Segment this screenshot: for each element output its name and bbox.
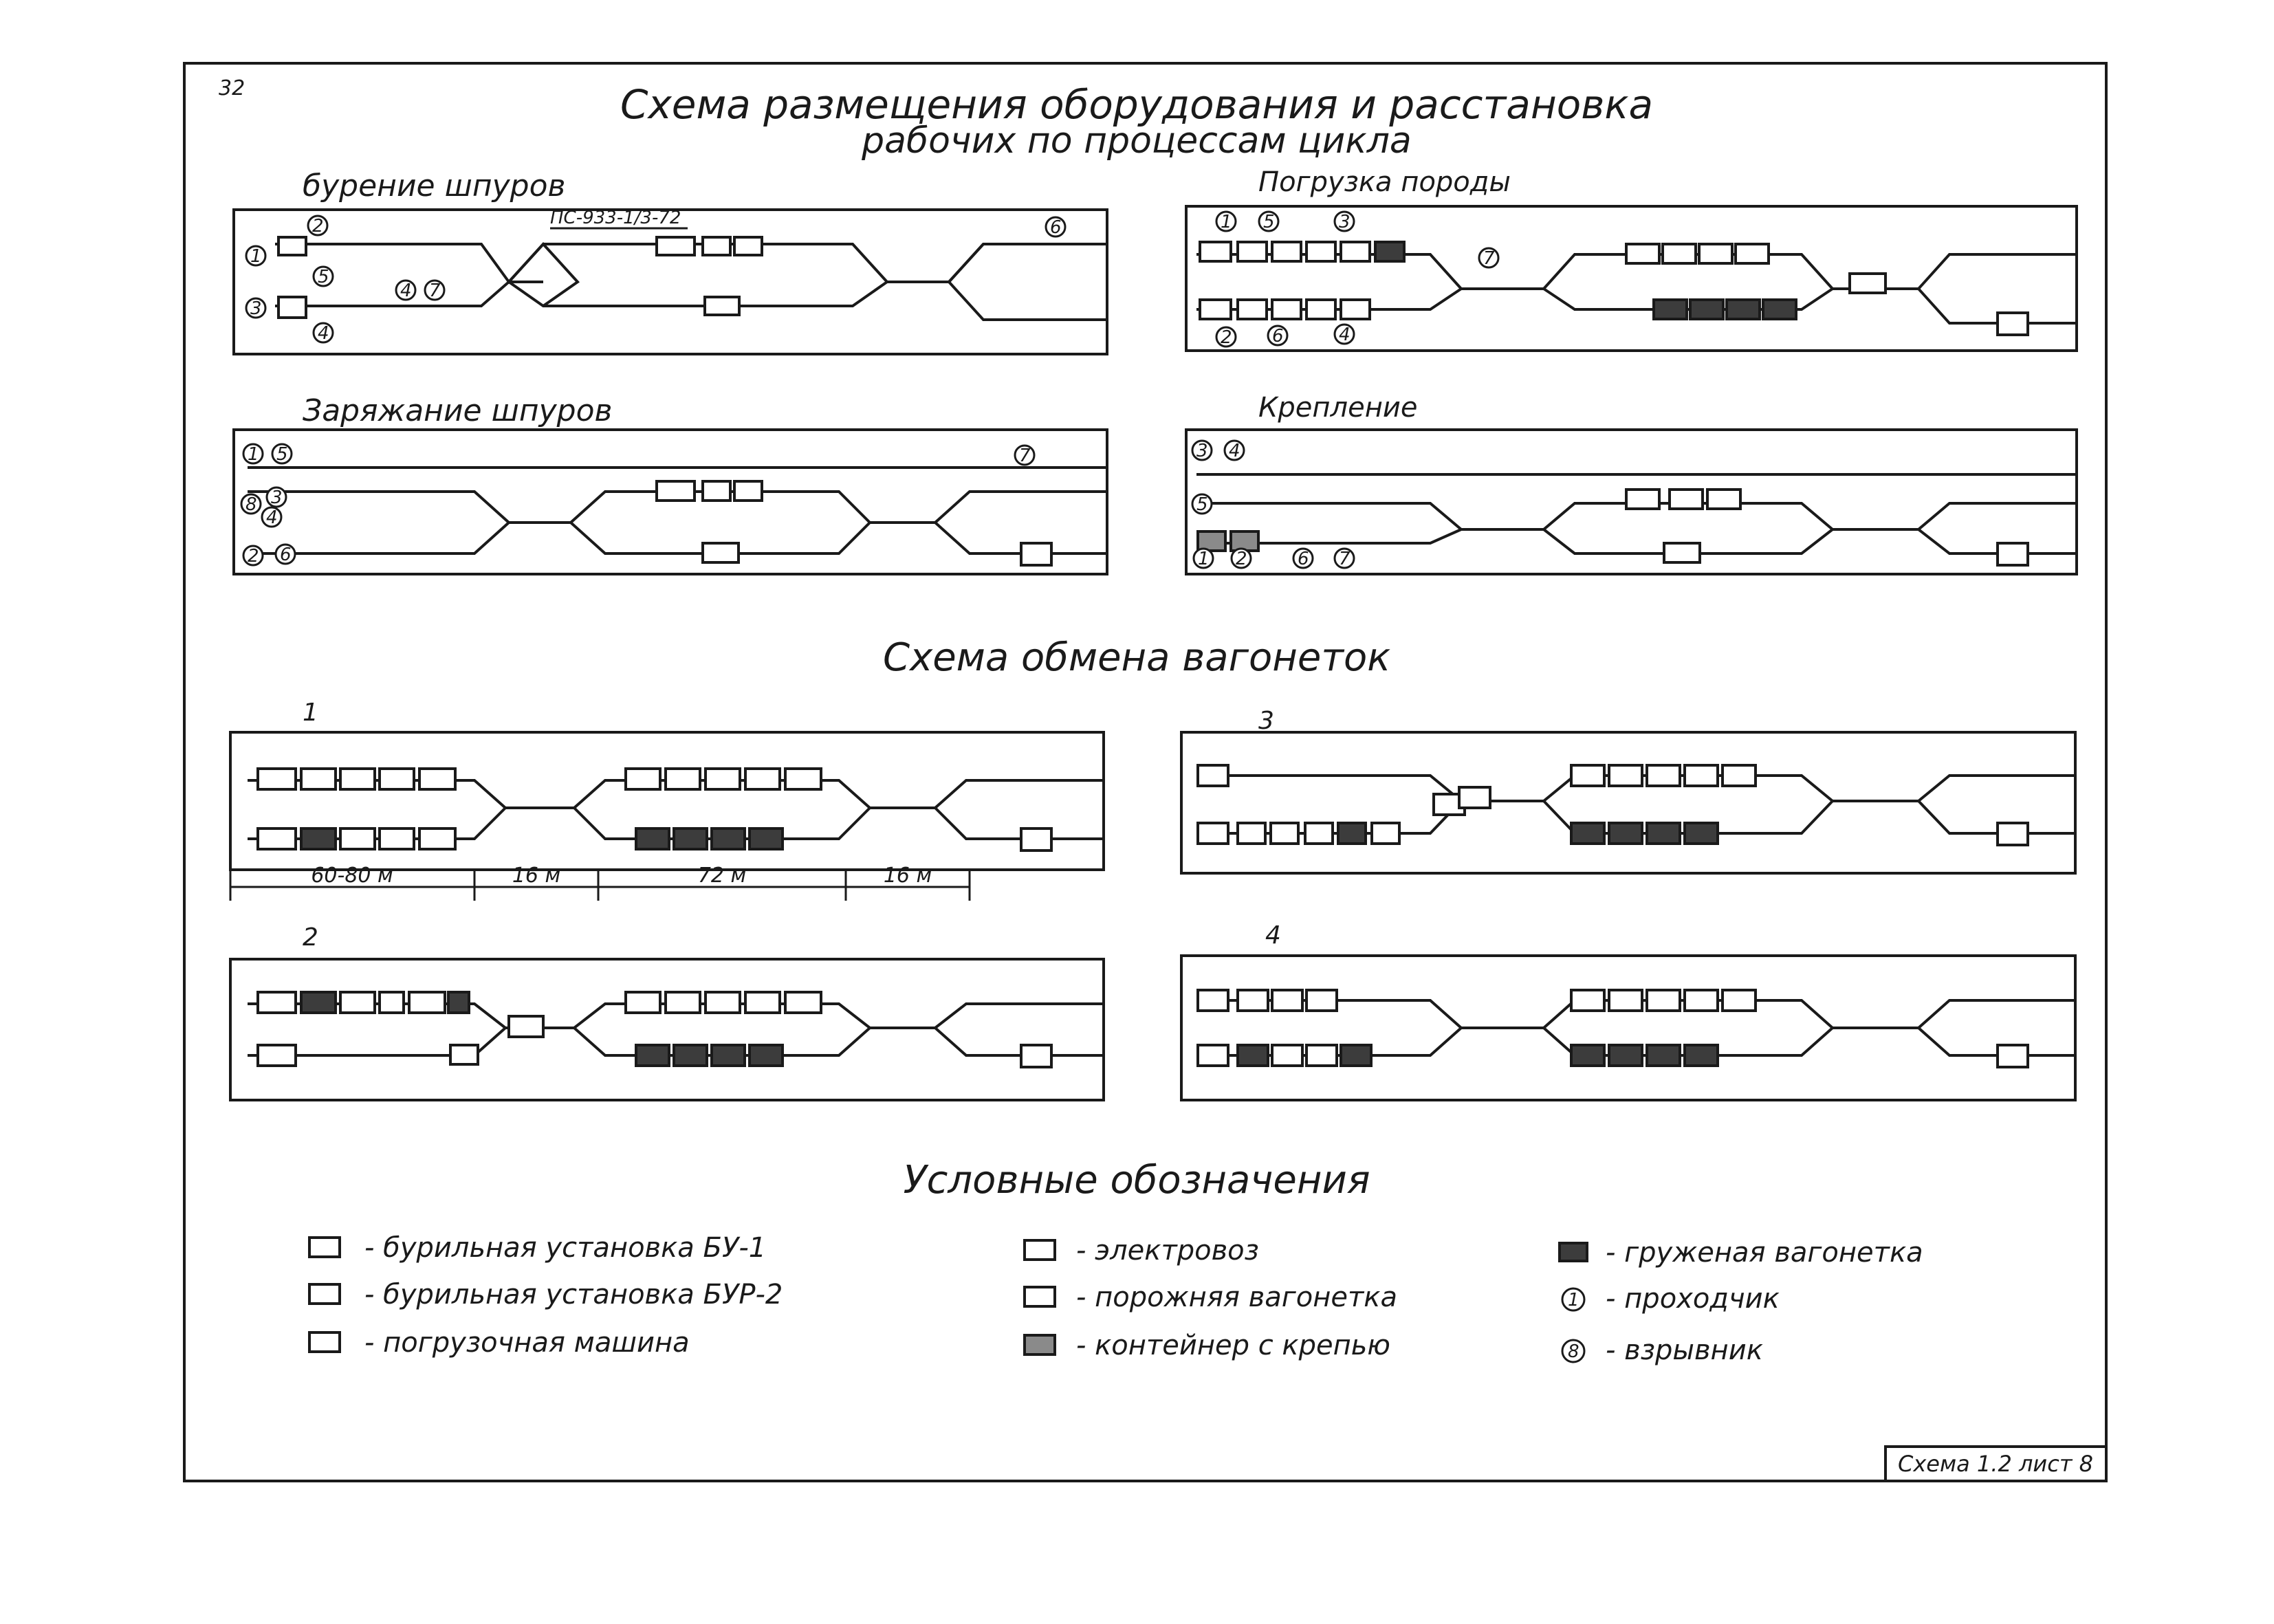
dimension-4: 16 м bbox=[884, 864, 932, 888]
drill-rig-bur2-icon bbox=[308, 1283, 341, 1305]
svg-text:6: 6 bbox=[1272, 326, 1284, 347]
svg-text:2: 2 bbox=[312, 216, 324, 237]
dimension-3: 72 м bbox=[698, 864, 746, 888]
loader-icon bbox=[308, 1331, 341, 1353]
worker-markers-loading: 1 5 3 7 2 6 4 bbox=[1215, 210, 1500, 348]
container-icon bbox=[1023, 1334, 1056, 1356]
exchange-panel-3 bbox=[1180, 731, 2077, 875]
svg-text:1: 1 bbox=[1221, 212, 1232, 232]
drill-rig-bur2-icon bbox=[277, 296, 307, 319]
panel-support: 3 4 5 1 2 6 7 bbox=[1185, 428, 2078, 575]
svg-text:3: 3 bbox=[271, 487, 283, 508]
svg-text:7: 7 bbox=[1483, 248, 1495, 269]
svg-text:5: 5 bbox=[276, 444, 288, 465]
legend-loaded-car: - груженая вагонетка bbox=[1606, 1237, 1923, 1269]
drill-rig-bu1-icon bbox=[277, 236, 307, 256]
svg-text:4: 4 bbox=[266, 507, 278, 528]
svg-text:7: 7 bbox=[429, 281, 441, 301]
svg-text:5: 5 bbox=[1196, 494, 1208, 515]
exchange-panel-4 bbox=[1180, 954, 2077, 1101]
svg-text:2: 2 bbox=[1236, 549, 1247, 569]
legend-blaster: - взрывник bbox=[1606, 1335, 1763, 1366]
svg-text:2: 2 bbox=[1221, 327, 1232, 348]
main-title-line1: Схема размещения оборудования и расстано… bbox=[620, 81, 1653, 128]
svg-text:4: 4 bbox=[1339, 325, 1351, 345]
exchange-number-2: 2 bbox=[303, 923, 318, 952]
locomotive-icon bbox=[1023, 1239, 1056, 1261]
section-title-support: Крепление bbox=[1258, 392, 1417, 424]
svg-text:6: 6 bbox=[1298, 549, 1309, 569]
svg-text:8: 8 bbox=[1568, 1341, 1579, 1362]
blaster-icon: 8 bbox=[1561, 1339, 1586, 1363]
exchange-panel-2 bbox=[229, 958, 1105, 1101]
miner-icon: 1 bbox=[1561, 1287, 1586, 1312]
exchange-number-1: 1 bbox=[303, 699, 318, 727]
legend-miner: - проходчик bbox=[1606, 1283, 1780, 1315]
legend-container: - контейнер с крепью bbox=[1076, 1330, 1390, 1361]
svg-text:1: 1 bbox=[1198, 549, 1210, 569]
dimension-line: 60-80 м 16 м 72 м 16 м bbox=[229, 864, 971, 901]
worker-markers-charging: 1 5 8 3 4 2 6 7 bbox=[240, 443, 1036, 567]
svg-text:1: 1 bbox=[250, 246, 262, 267]
empty-car-icon bbox=[1023, 1286, 1056, 1308]
svg-text:4: 4 bbox=[1229, 441, 1240, 461]
svg-text:3: 3 bbox=[1339, 212, 1351, 232]
stamp-box bbox=[1884, 1445, 2108, 1482]
exchange-panel-1 bbox=[229, 731, 1105, 871]
svg-text:5: 5 bbox=[1263, 212, 1275, 232]
svg-text:5: 5 bbox=[318, 267, 329, 287]
panel-loading: 1 5 3 7 2 6 4 bbox=[1185, 205, 2078, 352]
svg-text:4: 4 bbox=[318, 323, 329, 344]
page-number: 32 bbox=[219, 76, 245, 100]
drill-rig-bu1-icon bbox=[308, 1236, 341, 1258]
legend-title: Условные обозначения bbox=[903, 1158, 1370, 1203]
crossover-label: ПС-933-1/3-72 bbox=[550, 208, 681, 228]
exchange-title: Схема обмена вагонеток bbox=[883, 635, 1390, 680]
svg-text:7: 7 bbox=[1019, 446, 1031, 466]
legend: - бурильная установка БУ-1 - бурильная у… bbox=[308, 1232, 1923, 1366]
worker-markers-drilling: 1 2 3 4 5 4 7 6 bbox=[245, 215, 1067, 344]
section-title-drilling: бурение шпуров bbox=[303, 168, 565, 204]
panel-charging: 1 5 8 3 4 2 6 7 bbox=[232, 428, 1108, 575]
svg-text:3: 3 bbox=[1196, 441, 1208, 461]
legend-drill-bu1: - бурильная установка БУ-1 bbox=[364, 1232, 766, 1264]
stamp-label: Схема 1.2 лист 8 bbox=[1898, 1451, 2093, 1477]
legend-locomotive: - электровоз bbox=[1076, 1235, 1259, 1266]
svg-text:2: 2 bbox=[248, 546, 259, 567]
svg-text:4: 4 bbox=[400, 281, 412, 301]
main-title-line2: рабочих по процессам цикла bbox=[861, 120, 1412, 162]
svg-text:6: 6 bbox=[280, 545, 292, 565]
svg-text:3: 3 bbox=[250, 298, 262, 319]
legend-drill-bur2: - бурильная установка БУР-2 bbox=[364, 1279, 783, 1310]
exchange-number-3: 3 bbox=[1258, 707, 1274, 735]
section-title-charging: Заряжание шпуров bbox=[303, 393, 612, 428]
loaded-car-icon bbox=[1558, 1242, 1588, 1262]
sheet-frame bbox=[183, 62, 2108, 1482]
exchange-number-4: 4 bbox=[1265, 921, 1281, 950]
legend-empty-car: - порожняя вагонетка bbox=[1076, 1282, 1397, 1313]
svg-text:1: 1 bbox=[1568, 1290, 1579, 1310]
svg-text:8: 8 bbox=[245, 494, 257, 515]
svg-text:1: 1 bbox=[248, 444, 259, 465]
panel-drilling: ПС-933-1/3-72 1 2 3 4 5 4 7 6 bbox=[232, 208, 1108, 355]
section-title-loading: Погрузка породы bbox=[1258, 166, 1511, 198]
worker-markers-support: 3 4 5 1 2 6 7 bbox=[1191, 439, 1355, 569]
dimension-2: 16 м bbox=[512, 864, 560, 888]
svg-text:6: 6 bbox=[1050, 217, 1062, 238]
dimension-1: 60-80 м bbox=[311, 864, 393, 888]
legend-loader: - погрузочная машина bbox=[364, 1327, 690, 1359]
svg-text:7: 7 bbox=[1339, 549, 1351, 569]
